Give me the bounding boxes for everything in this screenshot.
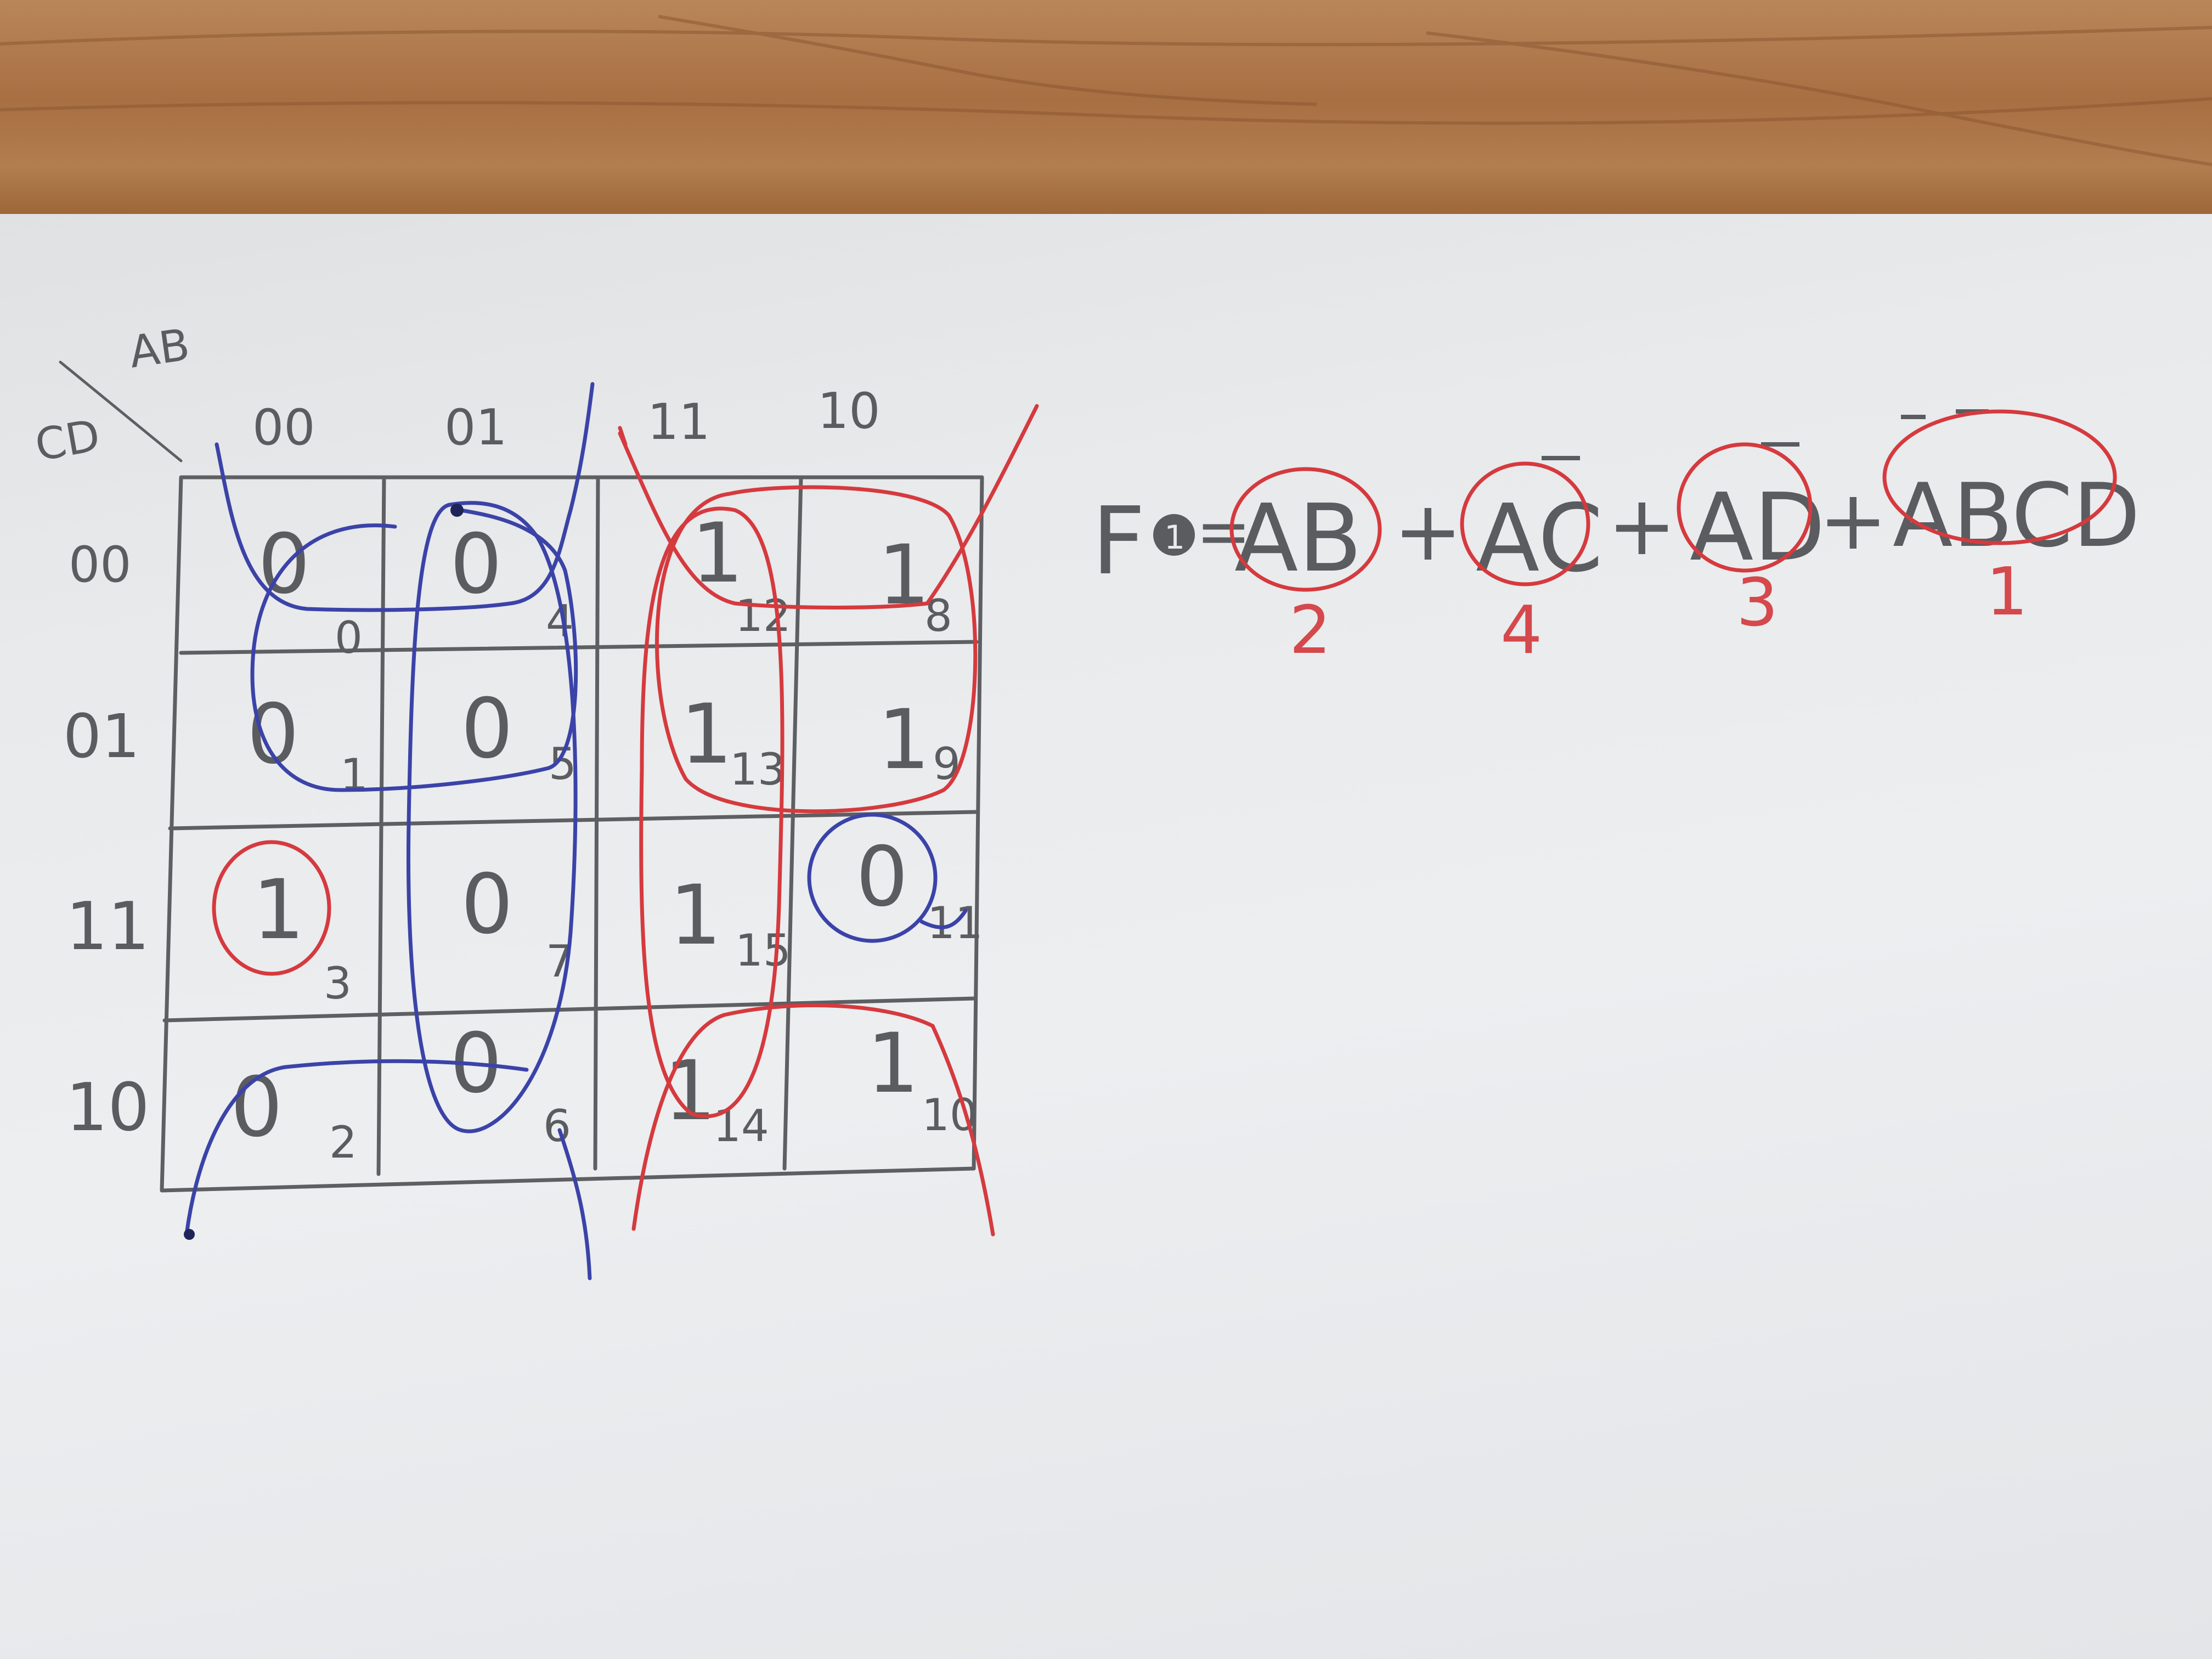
- kmap-corner: AB CD: [31, 319, 193, 471]
- cell-value: 1: [669, 868, 721, 963]
- kmap-cells: 0 0 0 4 1 12 1 8 0 1 0 5 1 13 1 9 1 3 0 …: [230, 506, 983, 1168]
- cell-index: 15: [735, 925, 791, 976]
- red-wrap-top: [618, 404, 1039, 610]
- term-ab-count: 2: [1289, 592, 1331, 669]
- row-header: 01: [63, 701, 140, 771]
- red-loop-top-quad: [654, 485, 978, 814]
- row-header: 00: [69, 536, 132, 594]
- column-headers: 00 01 11 10: [252, 382, 881, 456]
- cell-index: 6: [543, 1101, 571, 1152]
- red-loop-column-11: [639, 506, 785, 1119]
- term-ab-circle: [1229, 467, 1382, 592]
- red-circle-cell-3: [212, 840, 331, 976]
- cell-index: 12: [735, 590, 791, 641]
- blue-loop-left-block: [250, 508, 578, 792]
- term-ac-count: 4: [1500, 592, 1542, 669]
- col-header: 11: [647, 393, 710, 451]
- equation-lhs: F: [1092, 487, 1146, 596]
- term-ab: AB: [1234, 484, 1362, 593]
- cell-index: 0: [335, 612, 363, 663]
- row-header: 10: [66, 1070, 150, 1146]
- paper-sheet: [0, 214, 2212, 1659]
- term-ad-circle: [1677, 442, 1813, 573]
- cell-value: 0: [230, 1060, 283, 1155]
- cell-index: 10: [922, 1090, 978, 1141]
- cell-value: 1: [680, 687, 732, 782]
- col-header: 10: [817, 382, 881, 440]
- blue-circle-cell-11: [807, 812, 938, 943]
- term-abcd: ABCD: [1893, 464, 2140, 567]
- term-abcd-count: 1: [1986, 554, 2028, 630]
- cell-index: 3: [324, 958, 352, 1009]
- equation: F 1 = AB 2 + AC 4 + AD 3 + ABCD 1: [1092, 409, 2140, 669]
- cell-index: 9: [933, 738, 961, 789]
- red-tick: [618, 426, 628, 447]
- cell-value: 0: [461, 681, 513, 777]
- subscript-bubble: [1153, 514, 1195, 556]
- blue-wrap-line: [557, 1128, 592, 1280]
- plus-sign: +: [1393, 484, 1463, 579]
- kmap-grid: [160, 475, 984, 1193]
- cell-value: 1: [252, 862, 304, 958]
- blue-groupings: [184, 382, 968, 1280]
- equation-lhs-sub: 1: [1164, 518, 1185, 557]
- ink-dot: [184, 1229, 195, 1240]
- red-wrap-bottom: [631, 1003, 995, 1237]
- blue-loop-bottom-row: [184, 1059, 529, 1237]
- cell-value: 0: [461, 857, 513, 952]
- cell-value: 1: [878, 528, 930, 623]
- blue-loop-column: [406, 501, 578, 1133]
- plus-sign: +: [1819, 473, 1888, 568]
- col-header: 00: [252, 399, 315, 456]
- cell-value: 1: [878, 692, 930, 788]
- cell-index: 1: [340, 749, 368, 800]
- cell-index: 2: [329, 1117, 357, 1168]
- term-ad-count: 3: [1736, 565, 1778, 641]
- cell-value: 1: [867, 1016, 919, 1111]
- cell-index: 8: [924, 590, 952, 641]
- row-header: 11: [66, 889, 150, 965]
- row-var-label: CD: [31, 410, 104, 471]
- term-ac-circle: [1460, 461, 1590, 586]
- row-headers: 00 01 11 10: [63, 536, 150, 1146]
- cell-value: 0: [450, 517, 502, 612]
- red-groupings: [212, 404, 1039, 1237]
- term-abcd-circle: [1882, 409, 2117, 545]
- blue-loop-top-row: [215, 382, 595, 612]
- wood-grain: [0, 15, 2212, 166]
- cell-index: 14: [713, 1101, 769, 1152]
- cell-value: 0: [856, 830, 908, 925]
- blue-circle-tail: [919, 909, 968, 929]
- cell-index: 13: [730, 744, 786, 795]
- col-var-label: AB: [126, 319, 193, 377]
- ink-dot: [450, 504, 464, 517]
- plus-sign: +: [1607, 478, 1677, 574]
- col-header: 01: [444, 399, 507, 456]
- term-ac: AC: [1476, 484, 1603, 593]
- cell-value: 1: [691, 506, 743, 601]
